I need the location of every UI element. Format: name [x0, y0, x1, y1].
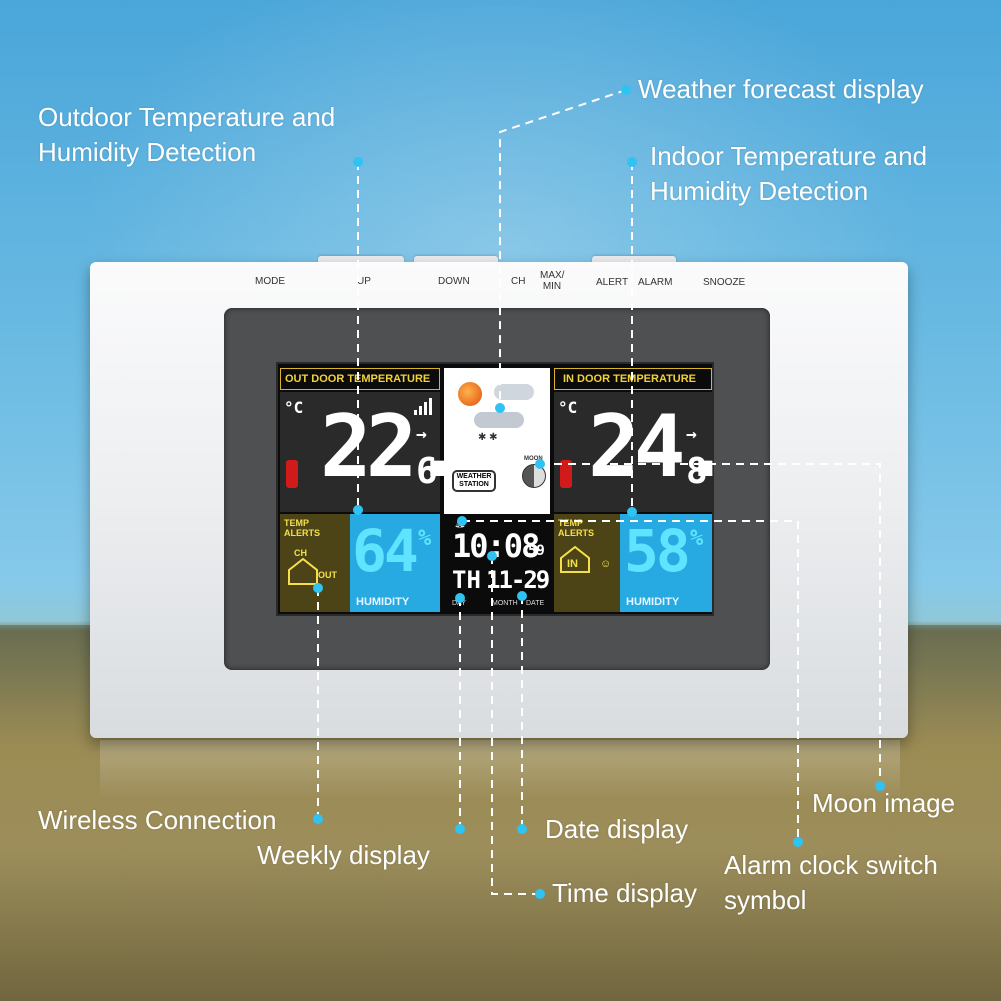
forecast-target-dot [495, 403, 505, 413]
alarm-callout-line1: Alarm clock switch [724, 850, 938, 880]
wireless-target-dot [313, 583, 323, 593]
wireless-callout: Wireless Connection [38, 805, 277, 835]
date-target-dot [517, 591, 527, 601]
outdoor-humidity-label: HUMIDITY [356, 596, 410, 608]
indoor-temp-alerts-label: TEMP ALERTS [558, 518, 594, 538]
cloud-icon [494, 384, 534, 400]
temp-alerts-label: TEMP ALERTS [284, 518, 320, 538]
channel-label: CH [294, 548, 307, 558]
forecast-callout: Weather forecast display [638, 74, 924, 104]
outdoor-callout-line2: Humidity Detection [38, 137, 257, 167]
ch-label[interactable]: CH [511, 276, 526, 287]
signal-icon [414, 398, 432, 415]
device-reflection [100, 740, 900, 800]
outdoor-alerts-panel: TEMP ALERTS CH OUT [280, 514, 350, 612]
alarm-label[interactable]: ALARM [638, 277, 673, 288]
indoor-percent: % [690, 526, 704, 551]
sun-icon [458, 382, 482, 406]
station-text: STATION [459, 481, 489, 488]
indoor-header: IN DOOR TEMPERATURE [554, 368, 712, 390]
max-label-line: MAX/ [540, 270, 565, 281]
alarm-callout-dot [793, 837, 803, 847]
down-label[interactable]: DOWN [438, 276, 470, 287]
outdoor-target-dot [353, 505, 363, 515]
smiley-icon: ☺ [600, 558, 612, 570]
indoor-trend-arrow-icon: → [686, 424, 697, 445]
moon-callout: Moon image [812, 788, 956, 818]
moon-label: MOON [524, 456, 543, 462]
weekly-callout-dot [455, 824, 465, 834]
date-callout: Date display [545, 814, 689, 844]
outdoor-humidity-panel: 64 % HUMIDITY [350, 514, 440, 612]
up-label[interactable]: UP [357, 276, 371, 287]
alarm-callout: Alarm clock switch symbol [724, 848, 938, 918]
outdoor-header: OUT DOOR TEMPERATURE [280, 368, 440, 390]
outdoor-callout: Outdoor Temperature and Humidity Detecti… [38, 100, 335, 170]
indoor-thermometer-icon [560, 460, 572, 488]
alert-label[interactable]: ALERT [596, 277, 629, 288]
alert-button[interactable] [592, 256, 676, 266]
thermometer-icon [286, 460, 298, 488]
indoor-humidity-panel: 58 % HUMIDITY [620, 514, 712, 612]
moon-callout-dot [875, 781, 885, 791]
seconds-value: 59 [528, 543, 545, 559]
outdoor-temp-decimal: 6 [416, 451, 438, 492]
indoor-celsius-unit: °C [558, 398, 578, 417]
date-value: 11-29 [486, 566, 550, 594]
time-target-dot [487, 551, 497, 561]
weather-text: WEATHER [456, 473, 492, 480]
outdoor-percent: % [418, 526, 432, 551]
wireless-callout-dot [313, 814, 323, 824]
temp-label: TEMP [284, 518, 310, 528]
weather-station-badge: WEATHER STATION [452, 470, 496, 492]
out-label: OUT [318, 570, 337, 580]
trend-arrow-icon: → [416, 424, 427, 445]
indoor-alerts-panel: TEMP ALERTS IN ☺ [554, 514, 620, 612]
rain-cloud-icon [474, 412, 524, 428]
house-out-icon [288, 557, 318, 585]
up-button[interactable] [318, 256, 404, 266]
indoor-callout-line2: Humidity Detection [650, 176, 869, 206]
indoor-temp-label: TEMP [558, 518, 584, 528]
indoor-temp-panel: °C 24. 8 → [554, 392, 731, 512]
time-callout-dot [535, 889, 545, 899]
outdoor-temp-value: 22. [320, 397, 463, 497]
indoor-temp-decimal: 8 [686, 451, 708, 492]
indoor-callout: Indoor Temperature and Humidity Detectio… [650, 139, 927, 209]
date-callout-dot [517, 824, 527, 834]
outdoor-temp-panel: °C 22. 6 → [280, 392, 463, 512]
weekday-value: TH [452, 566, 481, 594]
indoor-target-dot [627, 507, 637, 517]
indoor-callout-line1: Indoor Temperature and [650, 141, 928, 171]
outdoor-callout-dot [353, 157, 363, 167]
max-min-label[interactable]: MAX/ MIN [540, 270, 564, 292]
indoor-humidity-label: HUMIDITY [626, 596, 680, 608]
celsius-unit: °C [284, 398, 304, 417]
min-label-line: MIN [542, 281, 562, 292]
alarm-callout-line2: symbol [724, 885, 807, 915]
outdoor-humidity-value: 64 [352, 517, 419, 585]
in-label: IN [567, 558, 578, 570]
forecast-panel: ✱ ✱ WEATHER STATION MOON [444, 368, 550, 514]
forecast-callout-dot [621, 85, 631, 95]
indoor-humidity-value: 58 [624, 517, 691, 585]
outdoor-callout-line1: Outdoor Temperature and [38, 102, 336, 132]
month-label: MONTH [492, 600, 518, 607]
rain-drops-icon: ✱ ✱ [478, 432, 498, 443]
time-callout: Time display [552, 878, 697, 908]
weekly-target-dot [455, 593, 465, 603]
down-button[interactable] [414, 256, 498, 266]
indoor-alerts-label: ALERTS [558, 528, 594, 538]
alerts-label: ALERTS [284, 528, 320, 538]
lcd-screen: OUT DOOR TEMPERATURE °C 22. 6 → TEMP ALE… [276, 362, 731, 616]
snooze-label[interactable]: SNOOZE [703, 277, 746, 288]
day-label: DAY [452, 600, 466, 607]
moon-target-dot [535, 459, 545, 469]
weekly-callout: Weekly display [257, 840, 430, 870]
date-label: DATE [526, 600, 545, 607]
alarm-target-dot [457, 516, 467, 526]
indoor-callout-dot [627, 157, 637, 167]
mode-label[interactable]: MODE [255, 276, 285, 287]
